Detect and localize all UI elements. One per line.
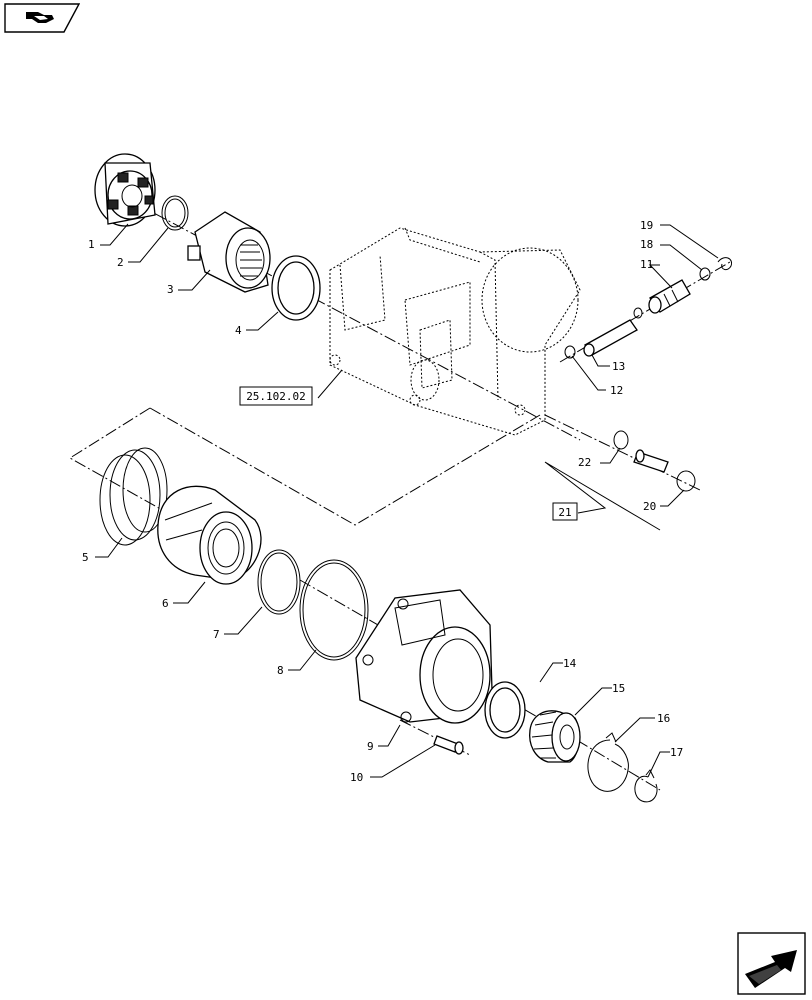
callout-14: 14 [563, 657, 577, 670]
callout-9: 9 [367, 740, 374, 753]
part-12-o-ring [564, 345, 576, 359]
callout-15: 15 [612, 682, 625, 695]
callout-18: 18 [640, 238, 653, 251]
part-16-circlip [587, 732, 629, 792]
callout-3: 3 [167, 283, 174, 296]
book-page-icon[interactable] [4, 3, 80, 33]
callout-22: 22 [578, 456, 591, 469]
clutch-pack-envelope [149, 407, 541, 526]
part-10-bolt [433, 735, 464, 755]
callout-13: 13 [612, 360, 625, 373]
part-17-circlip [634, 769, 658, 803]
next-page-arrow-icon[interactable] [737, 932, 807, 996]
part-7-o-ring [257, 549, 301, 615]
part-8-o-ring [299, 559, 369, 661]
callout-11: 11 [640, 258, 653, 271]
housing-ref-label: 25.102.02 [246, 390, 306, 403]
part-20-plug [633, 449, 696, 492]
part-14-seal [484, 681, 526, 739]
part-5-spring [99, 447, 168, 546]
callout-19: 19 [640, 219, 653, 232]
callout-1: 1 [88, 238, 95, 251]
leader-lines [95, 223, 719, 778]
callout-20: 20 [643, 500, 656, 513]
callout-6: 6 [162, 597, 169, 610]
part-3-hub [187, 211, 271, 293]
callout-10: 10 [350, 771, 363, 784]
part-2-snap-ring [161, 195, 189, 231]
group-ref-label: 21 [558, 506, 571, 519]
part-22-seal-ring [613, 430, 629, 450]
housing-ref-box[interactable]: 25.102.02 [239, 386, 313, 406]
callout-7: 7 [213, 628, 220, 641]
part-11-valve [633, 279, 691, 319]
part-1-coupling [94, 153, 156, 227]
callout-16: 16 [657, 712, 670, 725]
housing-25-102-02 [329, 227, 581, 436]
callout-4: 4 [235, 324, 242, 337]
callout-5: 5 [82, 551, 89, 564]
group-ref-box[interactable]: 21 [552, 502, 578, 521]
callout-2: 2 [117, 256, 124, 269]
callout-17: 17 [670, 746, 683, 759]
part-15-gear [529, 710, 581, 763]
part-4-shim [271, 255, 321, 321]
part-19-clip [717, 257, 733, 271]
callout-12: 12 [610, 384, 623, 397]
callout-labels: 1 2 3 4 5 6 7 8 9 10 11 12 13 14 15 16 1… [82, 219, 683, 784]
part-13-shaft [583, 319, 638, 357]
part-6-piston [157, 485, 262, 585]
part-9-cover [355, 589, 493, 724]
part-18-o-ring [699, 267, 711, 281]
callout-8: 8 [277, 664, 284, 677]
